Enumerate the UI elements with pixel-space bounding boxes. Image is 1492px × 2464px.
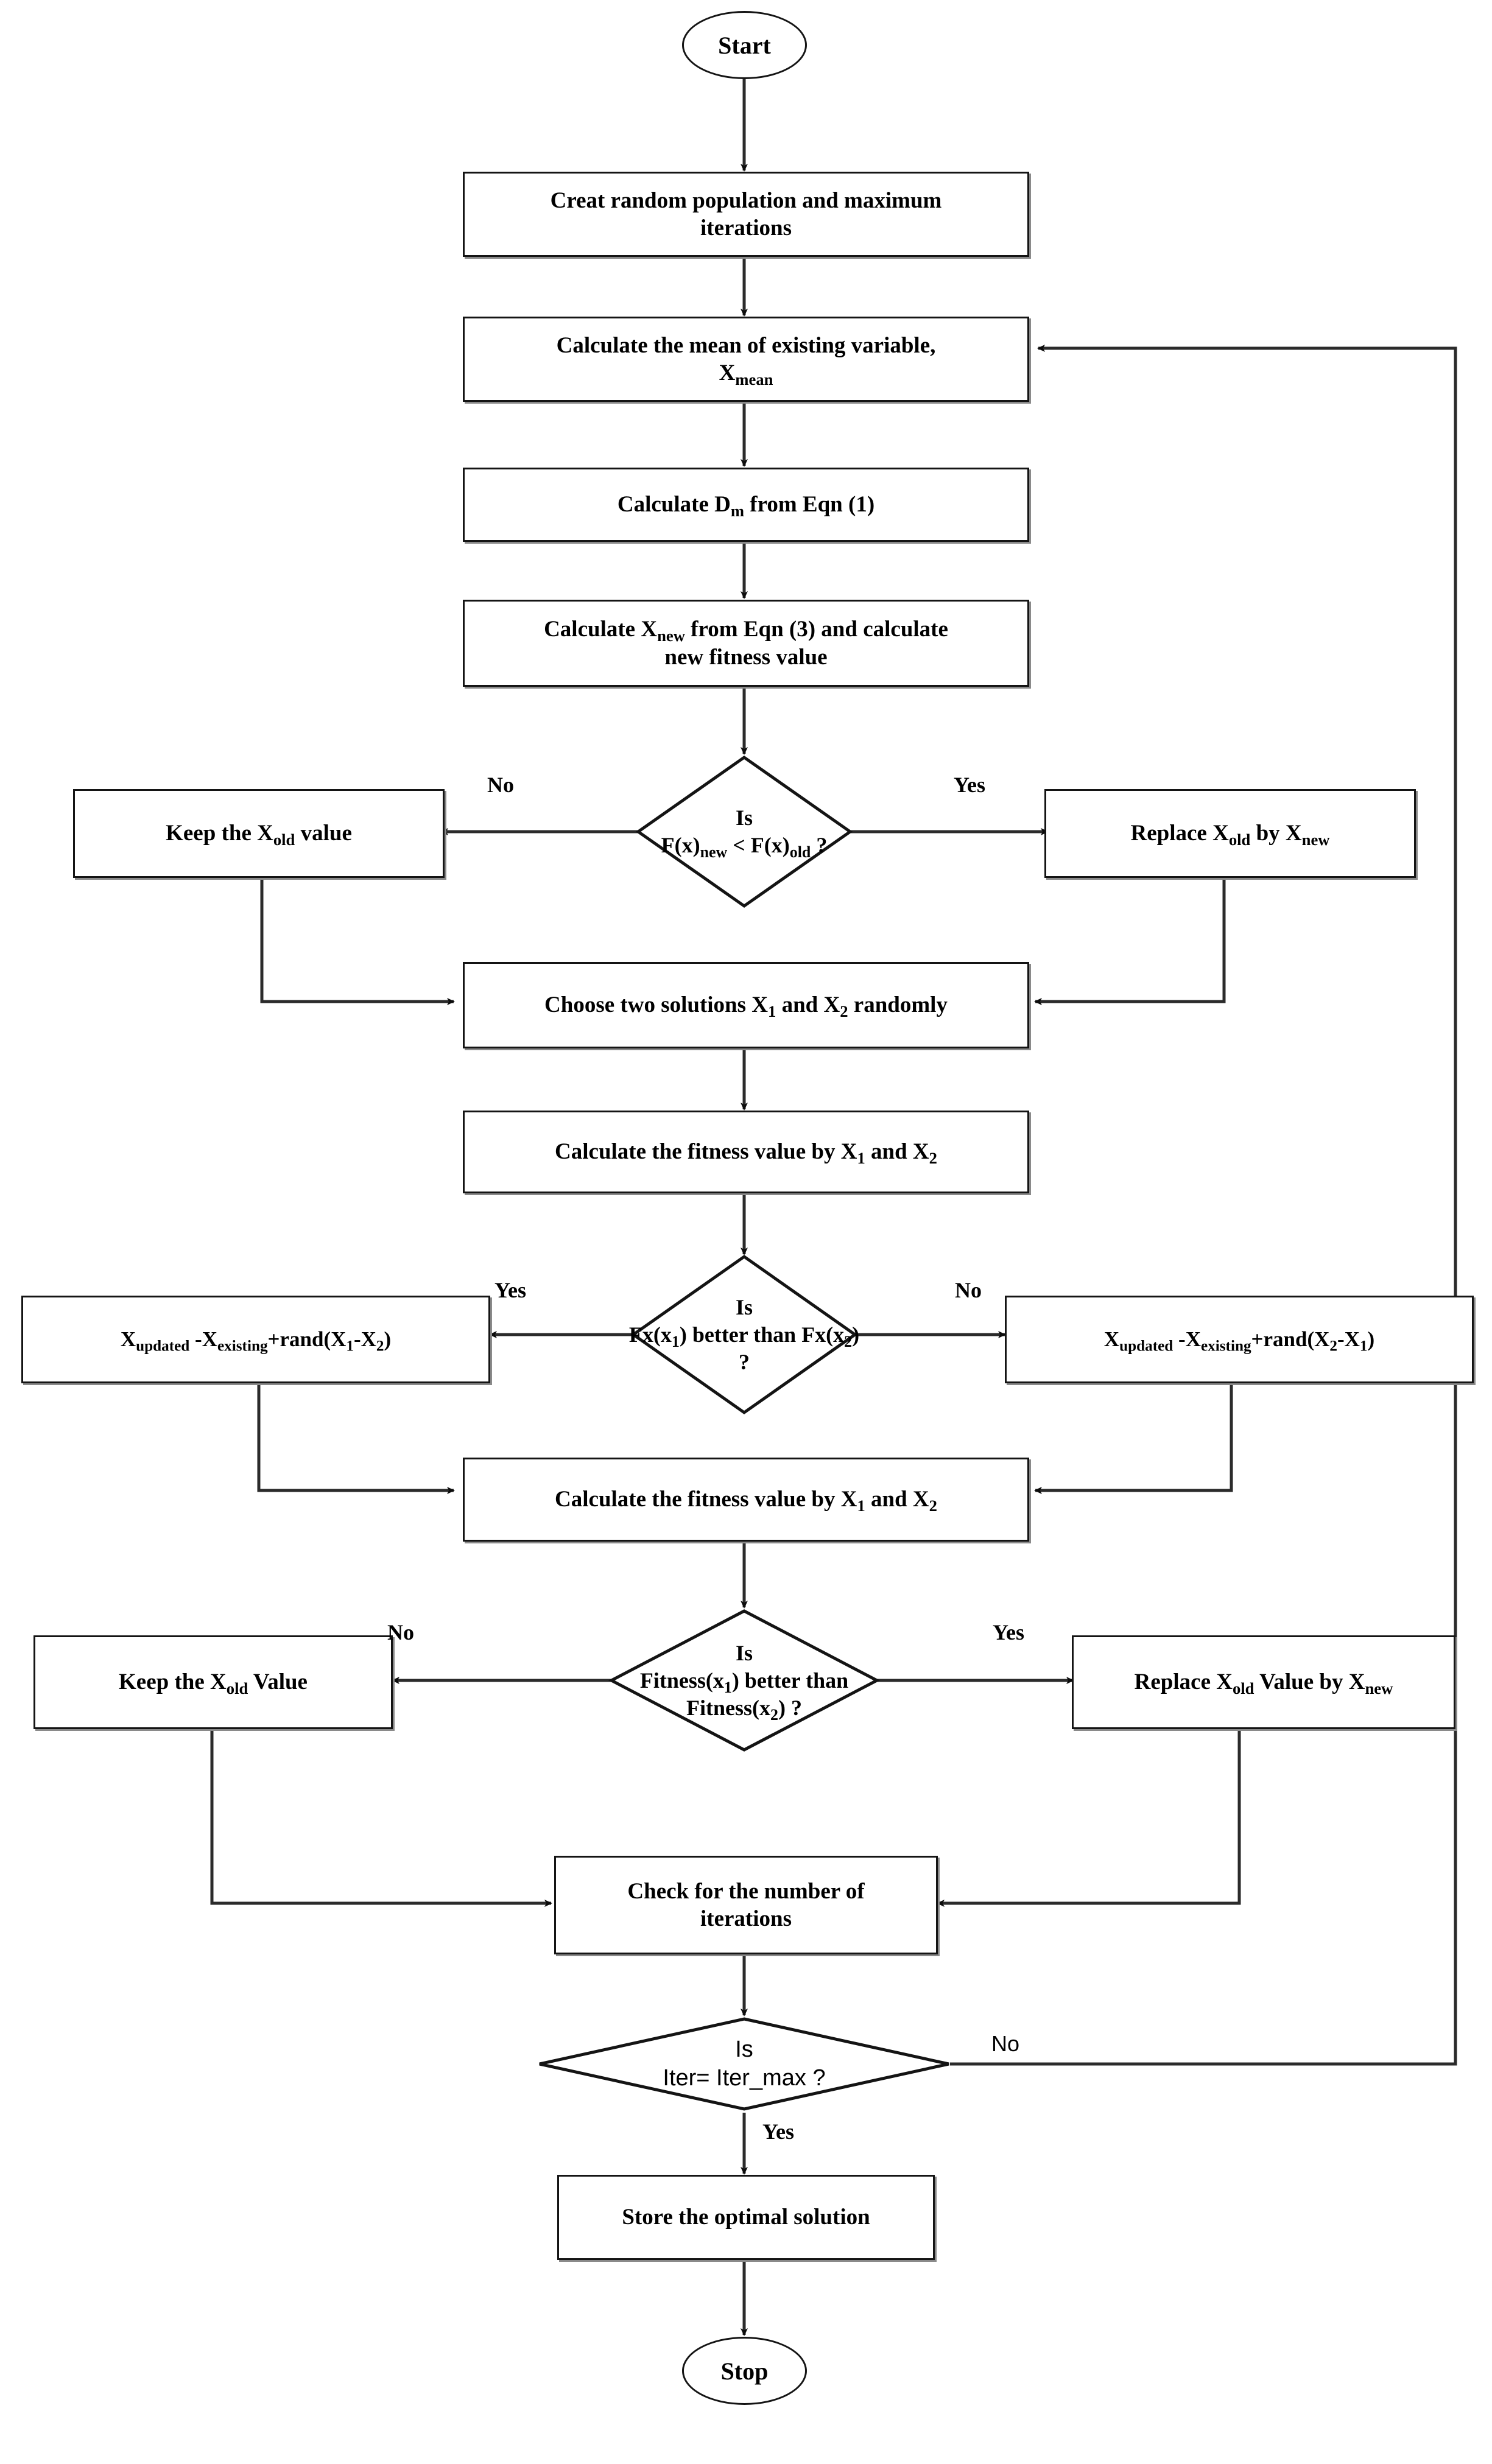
edge-label-dec4-no: No: [991, 2031, 1020, 2056]
edge-label-dec1-no: No: [487, 773, 514, 797]
node-replace-old-2[interactable]: Replace Xold Value by Xnew: [1072, 1635, 1455, 1729]
edge-label-dec2-no: No: [955, 1278, 982, 1302]
edge-label-dec1-yes: Yes: [954, 773, 985, 797]
edge-label-dec2-yes: Yes: [494, 1278, 526, 1302]
node-choose-two-solutions-label: Choose two solutions X1 and X2 randomly: [544, 992, 948, 1021]
edge-label-dec3-yes: Yes: [993, 1620, 1024, 1644]
node-x-updated-right-label: Xupdated -Xexisting+rand(X2-X1): [1103, 1327, 1375, 1355]
node-replace-old-2-label: Replace Xold Value by Xnew: [1134, 1669, 1393, 1698]
edge-label-dec4-yes: Yes: [762, 2119, 794, 2144]
node-replace-old[interactable]: Replace Xold by Xnew: [1044, 789, 1416, 878]
node-stop-label: Stop: [720, 2357, 769, 2385]
node-fitness-value-2[interactable]: Calculate the fitness value by X1 and X2: [463, 1458, 1029, 1542]
edge-label-dec3-no: No: [387, 1620, 414, 1644]
node-keep-old-value-2-label: Keep the Xold Value: [119, 1669, 308, 1698]
node-keep-old-value-label: Keep the Xold value: [166, 821, 352, 849]
node-calc-dm[interactable]: Calculate Dm from Eqn (1): [463, 468, 1029, 542]
decision-2-shape: [630, 1254, 858, 1415]
node-keep-old-value-2[interactable]: Keep the Xold Value: [33, 1635, 393, 1729]
node-fitness-value-2-label: Calculate the fitness value by X1 and X2: [555, 1487, 937, 1515]
node-stop[interactable]: Stop: [682, 2337, 807, 2405]
decision-1-shape: [635, 755, 853, 908]
node-calc-xnew[interactable]: Calculate Xnew from Eqn (3) and calculat…: [463, 600, 1029, 687]
node-keep-old-value[interactable]: Keep the Xold value: [73, 789, 445, 878]
node-choose-two-solutions[interactable]: Choose two solutions X1 and X2 randomly: [463, 962, 1029, 1048]
node-start-label: Start: [718, 31, 771, 59]
decision-3-shape: [608, 1609, 881, 1752]
node-x-updated-left[interactable]: Xupdated -Xexisting+rand(X1-X2): [21, 1296, 490, 1383]
node-store-optimal-solution-label: Store the optimal solution: [622, 2205, 870, 2230]
node-fitness-value-1-label: Calculate the fitness value by X1 and X2: [555, 1139, 937, 1168]
node-replace-old-label: Replace Xold by Xnew: [1130, 821, 1330, 849]
node-mean-label: Calculate the mean of existing variable,…: [556, 332, 936, 388]
node-fitness-value-1[interactable]: Calculate the fitness value by X1 and X2: [463, 1111, 1029, 1193]
node-calc-dm-label: Calculate Dm from Eqn (1): [617, 492, 875, 521]
node-start[interactable]: Start: [682, 11, 807, 79]
node-x-updated-left-label: Xupdated -Xexisting+rand(X1-X2): [120, 1327, 392, 1355]
node-mean[interactable]: Calculate the mean of existing variable,…: [463, 317, 1029, 402]
node-calc-xnew-label: Calculate Xnew from Eqn (3) and calculat…: [544, 617, 948, 670]
decision-4-shape: [539, 2017, 949, 2111]
node-x-updated-right[interactable]: Xupdated -Xexisting+rand(X2-X1): [1005, 1296, 1474, 1383]
node-store-optimal-solution[interactable]: Store the optimal solution: [557, 2175, 935, 2260]
